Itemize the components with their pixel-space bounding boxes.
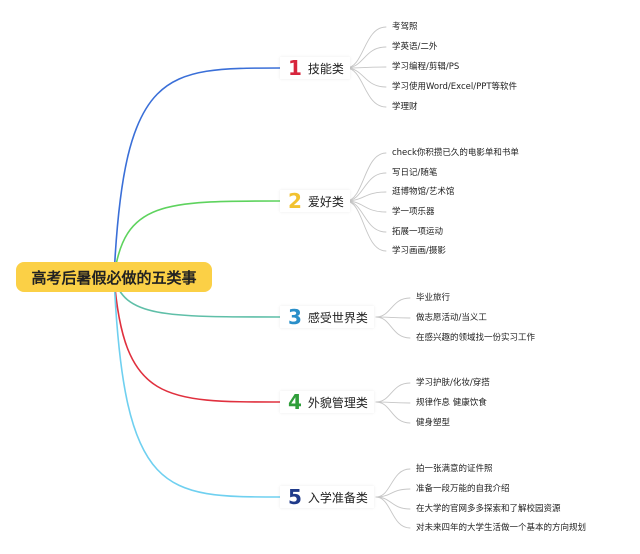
leaf-connector bbox=[345, 67, 387, 108]
branch-label: 爱好类 bbox=[307, 194, 344, 209]
leaf-connector bbox=[345, 67, 387, 88]
branch-number: 3 bbox=[288, 305, 302, 329]
leaf-item: 健身塑型 bbox=[416, 418, 451, 428]
leaf-item: 学习使用Word/Excel/PPT等软件 bbox=[392, 82, 518, 92]
leaf-connector bbox=[345, 172, 387, 202]
leaf-connector bbox=[375, 401, 411, 424]
leaf-item: 学习编程/剪辑/PS bbox=[392, 62, 460, 72]
leaf-item: 对未来四年的大学生活做一个基本的方向规划 bbox=[416, 523, 587, 533]
branch-label: 技能类 bbox=[307, 61, 344, 76]
leaf-connector bbox=[375, 496, 411, 529]
leaf-connector bbox=[375, 382, 411, 403]
leaf-item: 规律作息 健康饮食 bbox=[416, 398, 487, 408]
leaf-item: 拍一张满意的证件照 bbox=[416, 464, 493, 474]
leaf-item: 学理财 bbox=[392, 102, 418, 112]
branch-node-2: 2 爱好类 bbox=[280, 190, 350, 212]
leaf-item: 学习画画/摄影 bbox=[392, 246, 446, 256]
leaf-connector bbox=[345, 200, 387, 233]
leaf-connector bbox=[345, 200, 387, 252]
root-title: 高考后暑假必做的五类事 bbox=[31, 268, 197, 287]
leaf-item: 逛博物馆/艺术馆 bbox=[392, 187, 455, 197]
leaf-connector bbox=[375, 316, 411, 339]
leaf-item: 考驾照 bbox=[392, 22, 418, 32]
branch-number: 2 bbox=[288, 189, 302, 213]
leaf-item: 学英语/二外 bbox=[392, 42, 438, 52]
leaf-connector bbox=[375, 297, 411, 318]
leaf-connector bbox=[345, 191, 387, 202]
leaf-connector bbox=[375, 488, 411, 498]
branch-connector bbox=[113, 276, 281, 498]
leaf-connector bbox=[345, 46, 387, 69]
branch-node-3: 3 感受世界类 bbox=[280, 306, 374, 328]
branch-label: 外貌管理类 bbox=[307, 395, 368, 410]
leaf-item: 学一项乐器 bbox=[392, 207, 435, 217]
branch-number: 1 bbox=[288, 56, 302, 80]
leaf-item: 毕业旅行 bbox=[416, 293, 451, 303]
branch-node-1: 1 技能类 bbox=[280, 57, 350, 79]
leaf-connector bbox=[375, 468, 411, 498]
leaf-item: 写日记/随笔 bbox=[392, 168, 438, 178]
branch-connector bbox=[113, 276, 281, 403]
leaf-item: 学习护肤/化妆/穿搭 bbox=[416, 378, 490, 388]
branch-node-4: 4 外貌管理类 bbox=[280, 391, 374, 413]
branch-connector bbox=[113, 200, 281, 278]
leaf-item: 在大学的官网多多探索和了解校园资源 bbox=[416, 504, 561, 514]
root-node: 高考后暑假必做的五类事 bbox=[16, 262, 212, 292]
leaf-connector bbox=[345, 26, 387, 69]
leaf-item: 拓展一项运动 bbox=[392, 227, 444, 237]
leaf-item: 准备一段万能的自我介绍 bbox=[416, 484, 510, 494]
leaf-item: check你积攒已久的电影单和书单 bbox=[392, 148, 519, 158]
branch-label: 入学准备类 bbox=[307, 490, 368, 505]
leaf-item: 做志愿活动/当义工 bbox=[416, 313, 487, 323]
branch-number: 4 bbox=[288, 390, 302, 414]
leaf-item: 在感兴趣的领域找一份实习工作 bbox=[416, 333, 536, 343]
branch-label: 感受世界类 bbox=[307, 310, 368, 325]
branch-connector bbox=[113, 67, 281, 278]
branch-number: 5 bbox=[288, 485, 302, 509]
leaf-connector bbox=[345, 152, 387, 202]
branch-node-5: 5 入学准备类 bbox=[280, 486, 374, 508]
